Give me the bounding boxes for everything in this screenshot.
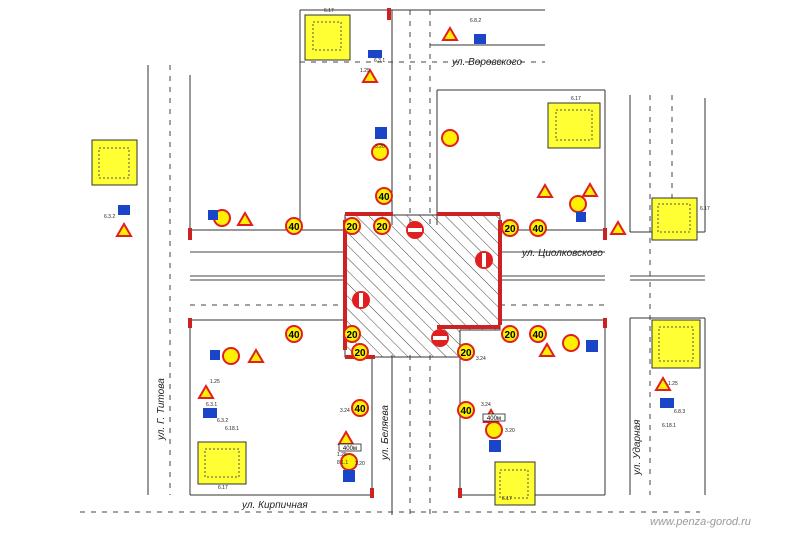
svg-text:3.20: 3.20 bbox=[505, 428, 515, 434]
svg-text:40: 40 bbox=[288, 330, 300, 341]
svg-text:3.20: 3.20 bbox=[375, 144, 385, 150]
road-works-icon bbox=[538, 342, 556, 357]
blue-signs bbox=[118, 34, 674, 482]
svg-text:6.3.2: 6.3.2 bbox=[104, 214, 115, 220]
road-works-icon bbox=[581, 182, 599, 197]
distance-plates: 400м 400м bbox=[338, 413, 506, 452]
no-entry-icon bbox=[475, 251, 493, 269]
svg-text:40: 40 bbox=[354, 404, 366, 415]
svg-text:20: 20 bbox=[346, 222, 358, 233]
road-works-icon bbox=[236, 211, 254, 226]
svg-text:1.25: 1.25 bbox=[337, 452, 347, 458]
svg-text:400м: 400м bbox=[487, 416, 501, 422]
svg-text:400м: 400м bbox=[343, 446, 357, 452]
speed-limit-sign: 20 bbox=[351, 343, 369, 361]
svg-text:1.25: 1.25 bbox=[210, 379, 220, 385]
no-overtaking-icon bbox=[441, 129, 459, 147]
road-works-icon bbox=[197, 384, 215, 399]
street-kirpichnaya: ул. Кирпичная bbox=[241, 500, 308, 511]
lane-lines bbox=[80, 10, 700, 515]
road-works-icon bbox=[115, 222, 133, 237]
speed-limit-sign: 20 bbox=[501, 219, 519, 237]
road-works-icon bbox=[337, 430, 355, 445]
svg-text:40: 40 bbox=[288, 222, 300, 233]
speed-limit-sign: 40 bbox=[351, 399, 369, 417]
svg-text:6.18.1: 6.18.1 bbox=[225, 426, 239, 432]
centre-line bbox=[190, 251, 705, 281]
road-works-icon bbox=[441, 26, 459, 41]
speed-limit-sign: 40 bbox=[529, 325, 547, 343]
svg-text:20: 20 bbox=[346, 330, 358, 341]
speed-limit-sign: 20 bbox=[373, 217, 391, 235]
svg-text:6.17: 6.17 bbox=[571, 96, 581, 102]
speed-limit-sign: 40 bbox=[457, 401, 475, 419]
svg-text:6.3.2: 6.3.2 bbox=[217, 418, 228, 424]
street-tsiolkovskogo: ул. Циолковского bbox=[521, 248, 603, 259]
speed-limit-sign: 20 bbox=[457, 343, 475, 361]
svg-text:1.25: 1.25 bbox=[360, 68, 370, 74]
street-titova: ул. Г. Титова bbox=[156, 378, 167, 441]
speed-limit-sign: 20 bbox=[501, 325, 519, 343]
closed-intersection bbox=[344, 214, 501, 358]
street-udarnaya: ул. Ударная bbox=[632, 419, 643, 476]
svg-text:20: 20 bbox=[376, 222, 388, 233]
svg-text:6.17: 6.17 bbox=[502, 496, 512, 502]
svg-text:6.8.3: 6.8.3 bbox=[674, 409, 685, 415]
speed-limit-sign: 40 bbox=[285, 325, 303, 343]
no-entry-icon bbox=[352, 291, 370, 309]
speed-limit-sign: 40 bbox=[375, 187, 393, 205]
no-overtaking-icon bbox=[222, 347, 240, 365]
street-belyaeva: ул. Беляева bbox=[380, 405, 391, 461]
speed-limit-sign: 40 bbox=[529, 219, 547, 237]
road-works-icon bbox=[247, 348, 265, 363]
svg-text:6.17: 6.17 bbox=[324, 8, 334, 14]
svg-text:40: 40 bbox=[532, 330, 544, 341]
speed-limit-sign: 20 bbox=[343, 217, 361, 235]
road-works-icon bbox=[361, 68, 379, 83]
svg-text:20: 20 bbox=[504, 224, 516, 235]
svg-text:6.3.1: 6.3.1 bbox=[206, 402, 217, 408]
svg-text:3.24: 3.24 bbox=[340, 408, 350, 414]
no-overtaking-icon bbox=[371, 143, 389, 161]
no-overtaking-icon bbox=[569, 195, 587, 213]
barriers bbox=[188, 8, 607, 498]
svg-text:3.24: 3.24 bbox=[476, 356, 486, 362]
svg-text:6.17: 6.17 bbox=[700, 206, 710, 212]
svg-text:8.1.1: 8.1.1 bbox=[337, 460, 348, 466]
svg-text:3.20: 3.20 bbox=[355, 461, 365, 467]
svg-text:6.17: 6.17 bbox=[218, 485, 228, 491]
street-vorovskogo: ул. Воровского bbox=[451, 57, 523, 68]
road-edges bbox=[147, 9, 706, 515]
svg-text:40: 40 bbox=[532, 224, 544, 235]
warning-signs bbox=[115, 26, 672, 445]
svg-text:1.25: 1.25 bbox=[668, 381, 678, 387]
svg-text:20: 20 bbox=[460, 348, 472, 359]
street-labels: ул. Воровского ул. Циолковского ул. Кирп… bbox=[156, 57, 643, 511]
sign-codes: 1.25 8.1.1 3.20 3.24 8.1.1 3.20 3.24 1.2… bbox=[104, 8, 710, 502]
no-entry-signs bbox=[352, 221, 493, 347]
svg-text:20: 20 bbox=[504, 330, 516, 341]
svg-text:6.3.1: 6.3.1 bbox=[374, 58, 385, 64]
no-entry-icon bbox=[431, 329, 449, 347]
svg-text:6.18.1: 6.18.1 bbox=[662, 423, 676, 429]
svg-text:40: 40 bbox=[460, 406, 472, 417]
road-works-icon bbox=[536, 183, 554, 198]
detour-scheme-inner bbox=[98, 21, 694, 499]
svg-text:20: 20 bbox=[354, 348, 366, 359]
no-overtaking-icon bbox=[485, 421, 503, 439]
no-entry-icon bbox=[406, 221, 424, 239]
svg-text:6.8.2: 6.8.2 bbox=[470, 18, 481, 24]
speed-limit-signs: 20 20 40 40 20 40 40 20 20 40 20 40 20 4… bbox=[285, 187, 547, 419]
road-works-icon bbox=[609, 220, 627, 235]
speed-limit-sign: 40 bbox=[285, 217, 303, 235]
svg-text:40: 40 bbox=[378, 192, 390, 203]
road-works-icon bbox=[654, 376, 672, 391]
no-overtaking-icon bbox=[562, 334, 580, 352]
svg-text:3.24: 3.24 bbox=[481, 402, 491, 408]
speed-limit-sign: 20 bbox=[343, 325, 361, 343]
watermark: www.penza-gorod.ru bbox=[650, 516, 751, 528]
